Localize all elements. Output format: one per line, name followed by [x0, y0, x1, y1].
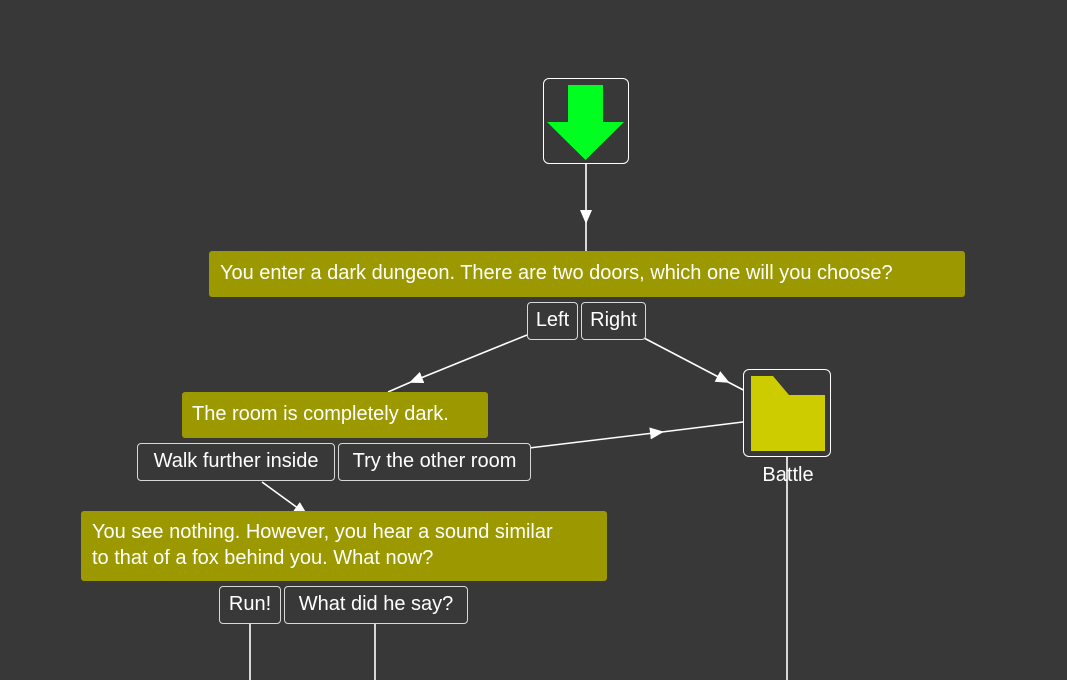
dialogue-node[interactable]: The room is completely dark. [182, 392, 488, 438]
edge-left-to-node-2 [409, 334, 528, 384]
edge-other-room-to-battle [528, 427, 664, 449]
start-node[interactable] [543, 78, 629, 164]
choice-right[interactable]: Right [581, 302, 646, 340]
choice-what-did-he-say[interactable]: What did he say? [284, 586, 468, 624]
edge-walk-to-node-3 [261, 481, 308, 516]
dialogue-node[interactable]: You see nothing. However, you hear a sou… [81, 511, 607, 581]
folder-icon [751, 376, 825, 451]
edge-right-to-battle [643, 337, 730, 383]
choice-try-other-room[interactable]: Try the other room [338, 443, 531, 481]
down-arrow-icon [547, 85, 624, 160]
edge-other-room-to-battle-tail [661, 420, 752, 433]
choice-left[interactable]: Left [527, 302, 578, 340]
battle-label: Battle [762, 464, 814, 486]
choice-walk-further-inside[interactable]: Walk further inside [137, 443, 335, 481]
battle-node[interactable] [743, 369, 831, 457]
edge-left-to-node-2-tail [387, 381, 412, 393]
dialogue-node[interactable]: You enter a dark dungeon. There are two … [209, 251, 965, 297]
choice-run[interactable]: Run! [219, 586, 281, 624]
